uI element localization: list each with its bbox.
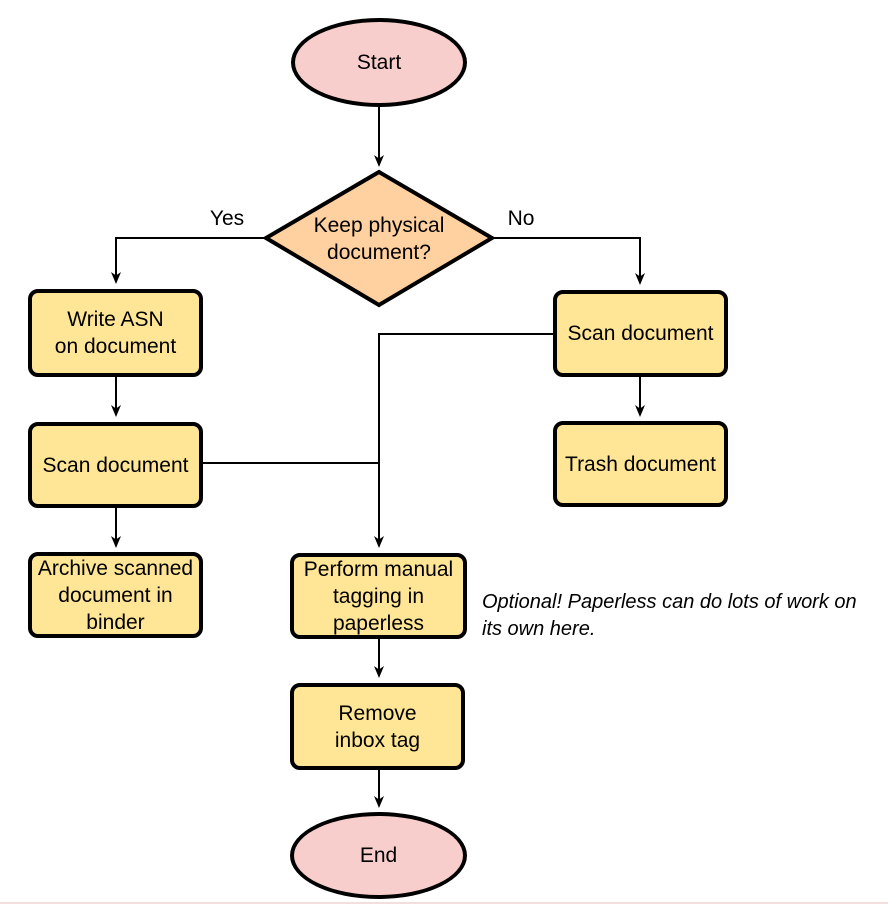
edge-label-no: No — [491, 207, 551, 231]
edge-scan-right-to-tagging — [374, 333, 553, 548]
node-scan-left: Scan document — [28, 422, 203, 508]
node-write-asn-label: Write ASN on document — [54, 308, 177, 358]
node-trash-label: Trash document — [565, 452, 716, 476]
edge-label-yes: Yes — [197, 207, 257, 231]
node-decision-label: Keep physical document? — [313, 213, 445, 264]
node-archive: Archive scanned document in binder — [28, 552, 203, 638]
node-scan-right-label: Scan document — [567, 322, 714, 345]
node-end-label: End — [359, 844, 398, 867]
node-decision: Keep physical document? — [266, 172, 492, 305]
node-tagging: Perform manual tagging in paperless — [290, 553, 467, 639]
bottom-rule — [0, 902, 888, 904]
node-remove-inbox-label: Remove inbox tag — [334, 701, 421, 752]
node-end: End — [290, 812, 467, 899]
node-tagging-label: Perform manual tagging in paperless — [303, 557, 454, 635]
node-write-asn: Write ASN on document — [28, 289, 203, 377]
node-scan-right: Scan document — [553, 290, 728, 377]
node-start: Start — [291, 18, 467, 107]
node-scan-left-label: Scan document — [42, 453, 189, 477]
node-start-label: Start — [356, 51, 402, 74]
note-optional: Optional! Paperless can do lots of work … — [482, 591, 857, 640]
node-remove-inbox: Remove inbox tag — [290, 683, 465, 770]
node-trash: Trash document — [553, 421, 728, 507]
node-archive-label: Archive scanned document in binder — [37, 556, 194, 634]
decision-diamond-shape — [262, 169, 496, 308]
edge-decision-yes-to-write-asn — [111, 237, 266, 284]
edge-decision-no-to-scan-right — [490, 237, 645, 285]
